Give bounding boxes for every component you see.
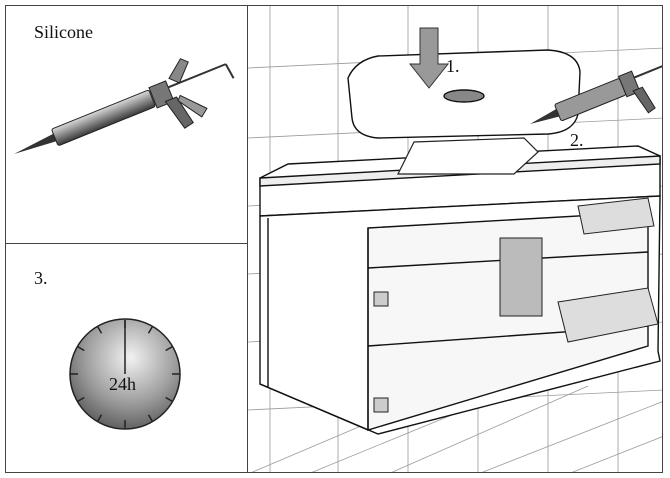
step2-label: 2.: [570, 130, 584, 150]
step3-label: 3.: [34, 268, 48, 288]
silicone-panel: Silicone: [6, 6, 248, 244]
cure-time-panel: 3. 24: [6, 244, 248, 472]
timer-label: 24h: [109, 374, 136, 394]
silicone-gun-icon: [14, 58, 235, 154]
instruction-sheet: Silicone 3.: [5, 5, 663, 473]
clock-icon: [69, 318, 181, 430]
step1-label: 1.: [446, 56, 460, 76]
cabinet-diagram: [248, 6, 662, 472]
install-panel: 1. 2.: [248, 6, 662, 472]
silicone-label: Silicone: [34, 22, 93, 42]
